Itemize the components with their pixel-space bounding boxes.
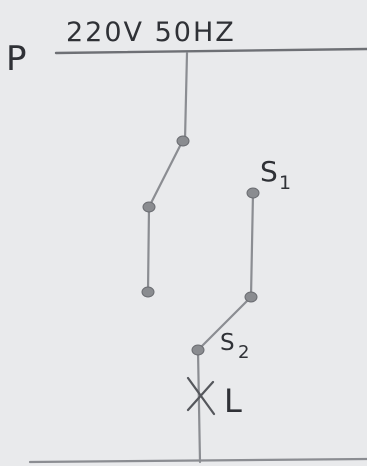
switch-2-lever: [196, 295, 253, 352]
switch-1-subscript: 1: [279, 172, 291, 194]
switch-2-upper-contact-terminal: [246, 187, 260, 199]
strap-wire: [249, 191, 255, 299]
phase-label: P: [6, 39, 27, 79]
supply-rating-label: 220V 50HZ: [66, 17, 236, 48]
switch-1-lever: [147, 140, 184, 209]
switch-2-subscript: 2: [238, 342, 249, 363]
supply-drop-wire: [183, 51, 189, 142]
lamp-symbol-stroke-b: [186, 380, 215, 412]
switch-1-pivot-terminal: [176, 135, 190, 147]
switch-1-upper-contact-terminal: [142, 201, 156, 213]
switch-1-label: S: [260, 155, 278, 188]
lamp-feed-wire: [196, 348, 202, 464]
switch-1-lower-contact-terminal: [141, 286, 155, 298]
switch-1-left-contact-wire: [146, 205, 151, 294]
switch-2-pivot-terminal: [191, 344, 205, 356]
switch-2-label: S: [220, 330, 235, 356]
lamp-label: L: [224, 382, 242, 420]
phase-supply-line: [54, 47, 367, 55]
neutral-return-line: [28, 457, 367, 464]
switch-2-lower-contact-terminal: [244, 291, 258, 303]
